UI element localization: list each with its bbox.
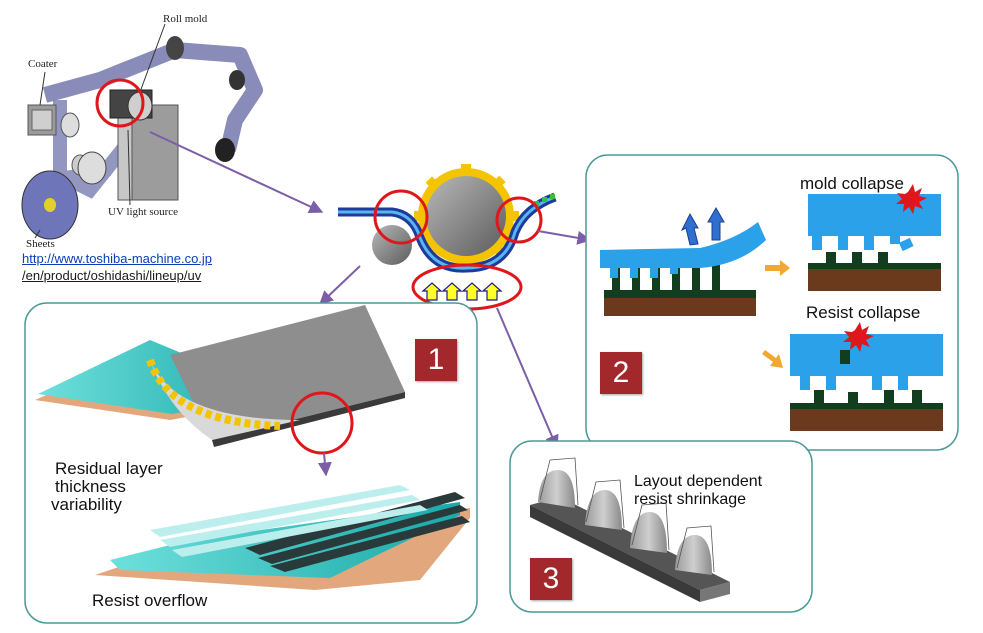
source-link-line-2[interactable]: /en/product/oshidashi/lineup/uv: [22, 268, 202, 283]
arrow-to-panel-2: [537, 230, 592, 245]
roll-to-roll-machine-illustration: [21, 23, 263, 240]
source-link-line-1[interactable]: http://www.toshiba-machine.co.jp: [22, 251, 213, 266]
contact-highlight-circle: [373, 189, 429, 245]
demolding-illustration: [600, 184, 943, 431]
uv-light-source-label: UV light source: [108, 206, 179, 218]
arrow-machine-to-roll: [149, 131, 324, 214]
resist-collapse-label: Resist collapse: [806, 303, 921, 322]
sheets-label: Sheets: [26, 238, 55, 250]
arrow-panel-1-zoom: [317, 452, 332, 477]
roll-closeup-illustration: [338, 164, 557, 301]
residual-layer-label-line-3: variability: [51, 495, 122, 514]
residual-layer-label-line-1: Residual layer: [55, 459, 163, 478]
resist-overflow-label: Resist overflow: [92, 591, 208, 610]
residual-layer-label-line-2: thickness: [55, 477, 126, 496]
roll-mold-highlight-circle: [95, 78, 145, 128]
mold-collapse-label: mold collapse: [800, 174, 904, 193]
resist-overflow-illustration: [95, 485, 470, 590]
arrow-to-panel-1: [318, 265, 361, 305]
resist-shrinkage-illustration: [530, 457, 730, 602]
panel-1-highlight-circle: [290, 391, 354, 455]
panel-3-badge: 3: [530, 558, 572, 600]
release-highlight-circle: [495, 196, 543, 244]
shrinkage-label-line-1: Layout dependent: [634, 473, 763, 490]
panel-1-badge: 1: [415, 339, 457, 381]
coater-label: Coater: [28, 58, 58, 70]
panel-2-badge: 2: [600, 352, 642, 394]
shrinkage-label-line-2: resist shrinkage: [634, 491, 747, 508]
roll-mold-label: Roll mold: [163, 13, 208, 25]
arrow-to-panel-3: [496, 307, 559, 450]
